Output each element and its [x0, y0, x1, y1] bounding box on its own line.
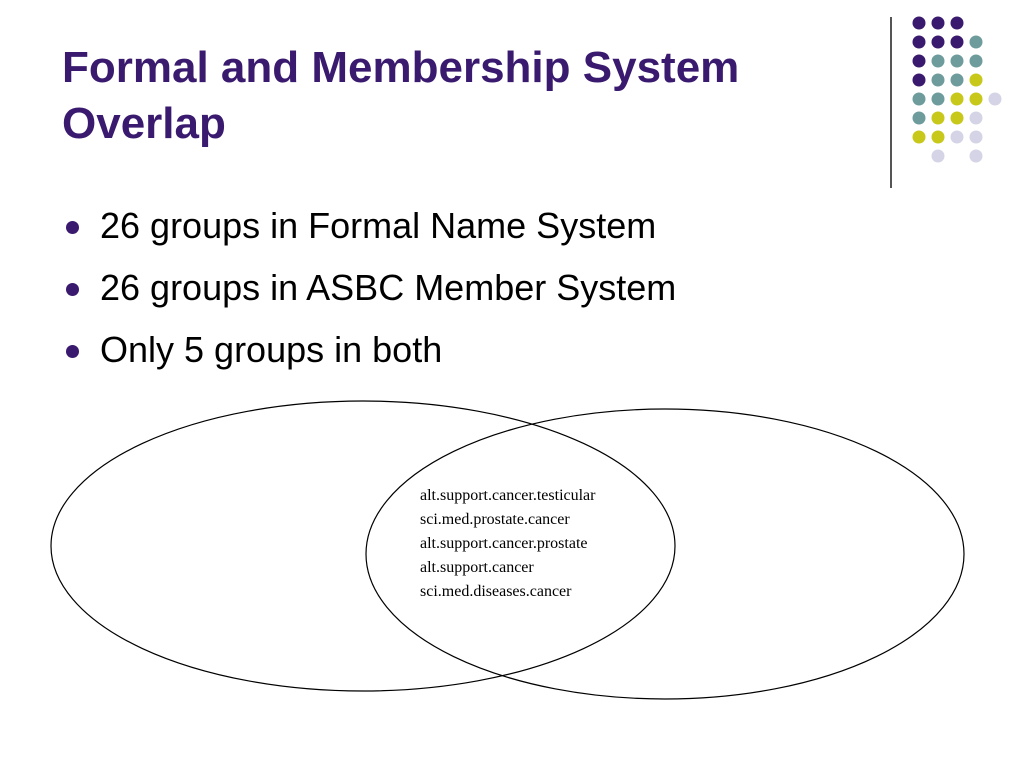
dot — [950, 92, 964, 106]
dot — [912, 92, 926, 106]
title-divider — [890, 17, 892, 188]
bullet-list: 26 groups in Formal Name System 26 group… — [62, 198, 676, 384]
dot — [969, 35, 983, 49]
dot — [950, 111, 964, 125]
dot — [931, 16, 945, 30]
dot — [950, 130, 964, 144]
dot — [969, 130, 983, 144]
dot — [931, 130, 945, 144]
overlap-group-list: alt.support.cancer.testicular sci.med.pr… — [420, 484, 595, 604]
venn-ellipse-member — [365, 408, 965, 700]
dot — [950, 54, 964, 68]
bullet-dot — [66, 221, 79, 234]
dot — [912, 73, 926, 87]
overlap-group-item: sci.med.prostate.cancer — [420, 511, 570, 528]
bullet-item: Only 5 groups in both — [62, 322, 676, 384]
bullet-item: 26 groups in Formal Name System — [62, 198, 676, 260]
dot — [931, 149, 945, 163]
venn-ellipse-formal — [50, 400, 676, 692]
dot — [950, 35, 964, 49]
overlap-group-item: alt.support.cancer.prostate — [420, 535, 588, 552]
overlap-group-item: alt.support.cancer — [420, 559, 534, 576]
bullet-dot — [66, 345, 79, 358]
dot — [931, 73, 945, 87]
dot — [969, 111, 983, 125]
dot — [912, 130, 926, 144]
dot — [931, 35, 945, 49]
dot — [931, 54, 945, 68]
bullet-item: 26 groups in ASBC Member System — [62, 260, 676, 322]
dot — [931, 111, 945, 125]
slide-title: Formal and Membership System Overlap — [62, 40, 862, 152]
dot — [912, 16, 926, 30]
bullet-text: 26 groups in ASBC Member System — [100, 267, 677, 308]
bullet-dot — [66, 283, 79, 296]
dot — [969, 54, 983, 68]
decorative-dot-grid — [912, 16, 1002, 163]
dot — [969, 92, 983, 106]
dot — [950, 73, 964, 87]
dot — [969, 149, 983, 163]
slide-title-line-1: Formal and Membership System — [62, 43, 740, 92]
dot — [912, 54, 926, 68]
dot — [969, 73, 983, 87]
dot — [950, 16, 964, 30]
dot — [988, 92, 1002, 106]
dot — [912, 111, 926, 125]
overlap-group-item: alt.support.cancer.testicular — [420, 487, 596, 504]
overlap-group-item: sci.med.diseases.cancer — [420, 583, 572, 600]
dot — [931, 92, 945, 106]
dot — [912, 35, 926, 49]
slide-title-line-2: Overlap — [62, 99, 226, 148]
bullet-text: 26 groups in Formal Name System — [100, 205, 657, 246]
bullet-text: Only 5 groups in both — [100, 329, 443, 370]
